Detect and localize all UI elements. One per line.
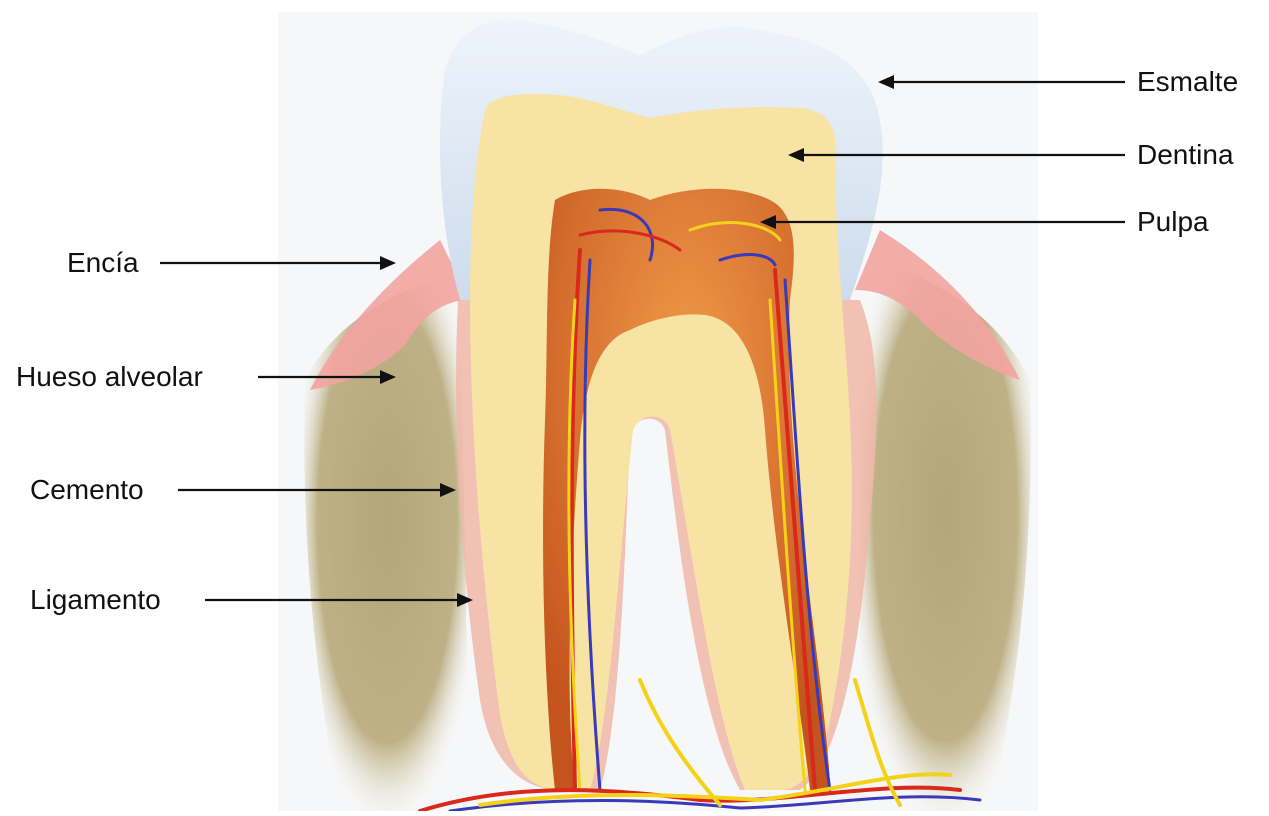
label-cementum: Cemento <box>30 476 144 504</box>
label-pulp: Pulpa <box>1137 208 1209 236</box>
label-gum: Encía <box>67 249 139 277</box>
label-alveolar-bone: Hueso alveolar <box>16 363 203 391</box>
alveolar-bone-right <box>860 270 1031 811</box>
label-ligament: Ligamento <box>30 586 161 614</box>
label-enamel: Esmalte <box>1137 68 1238 96</box>
label-dentin: Dentina <box>1137 141 1234 169</box>
